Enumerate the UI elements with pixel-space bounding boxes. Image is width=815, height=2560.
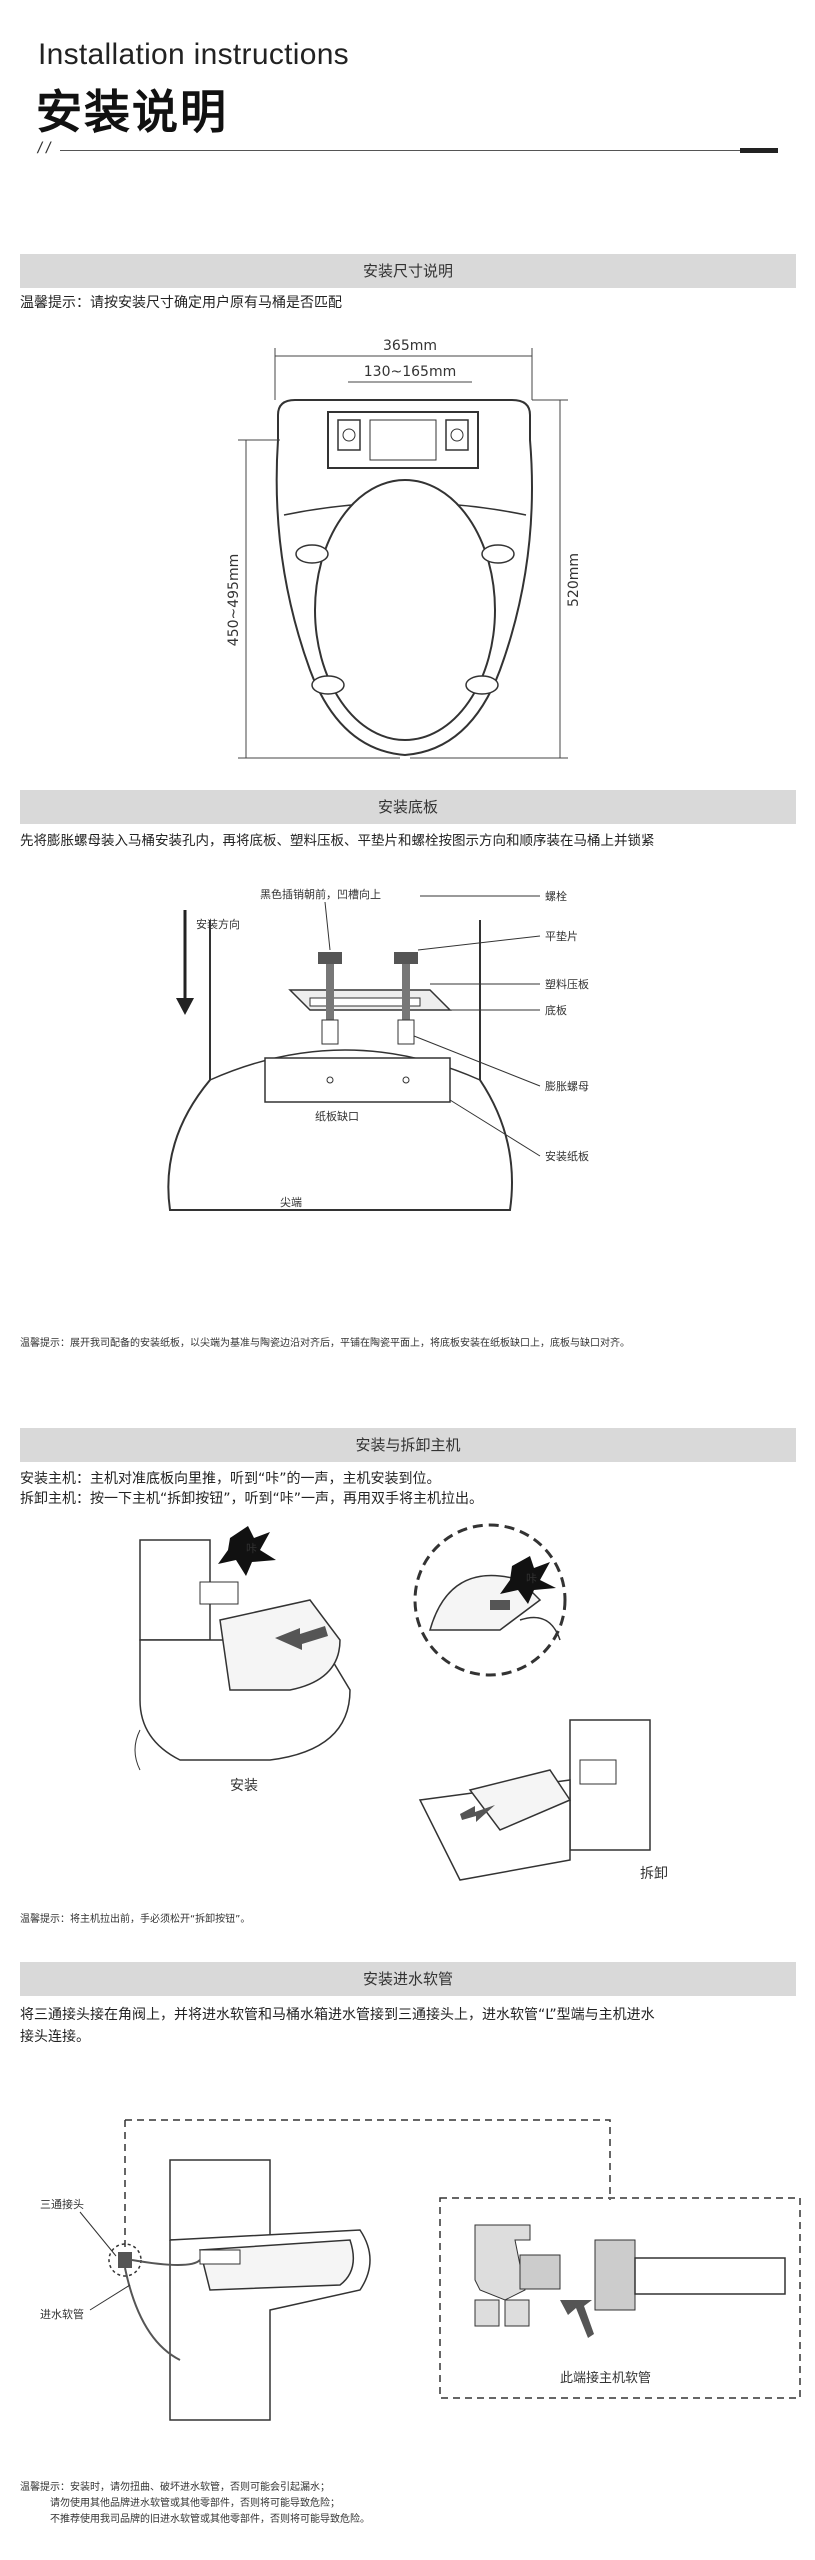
base-washer-label: 平垫片 [545,929,578,943]
host-line1: 安装主机：主机对准底板向里推，听到“咔”的一声，主机安装到位。 [20,1471,441,1487]
hose-tip-1: 温馨提示：安装时，请勿扭曲、破坏进水软管，否则可能会引起漏水； [20,2482,330,2493]
host-line2: 拆卸主机：按一下主机“拆卸按钮”，听到“咔”一声，再用双手将主机拉出。 [20,1491,484,1507]
section-title-base: 安装底板 [20,790,796,824]
click-label-2: 咔 [526,1572,537,1585]
hose-desc-1: 将三通接头接在角阀上，并将进水软管和马桶水箱进水管接到三通接头上，进水软管“L”… [20,2007,655,2023]
remove-label: 拆卸 [640,1866,668,1882]
base-tipend-label: 尖端 [280,1196,302,1209]
base-tip: 温馨提示：展开我司配备的安装纸板，以尖端为基准与陶瓷边沿对齐后，平铺在陶瓷平面上… [20,1338,630,1349]
click-label-1: 咔 [246,1542,257,1555]
hose-diagram: 三通接头 进水软管 此端接主机软管 [40,2119,801,2421]
decorative-slash: // [36,140,53,156]
hose-tip-3: 不推荐使用我司品牌的旧进水软管或其他零部件，否则将可能导致危险。 [50,2514,370,2525]
host-diagram: 咔 安装 咔 拆卸 [134,1523,668,1882]
host-hose-label: 此端接主机软管 [560,2370,651,2386]
base-nut-label: 膨胀螺母 [545,1079,589,1093]
size-diagram: 365mm 130~165mm 450~495mm 520mm [226,338,582,759]
hose-desc-2: 接头连接。 [20,2029,90,2045]
header-divider [60,150,740,151]
base-bolt-label: 螺栓 [545,889,567,903]
base-diagram: 安装方向 黑色插销朝前，凹槽向上 螺栓 平垫片 塑料压板 底板 膨胀螺母 纸板缺… [167,887,589,1211]
page-title-en: Installation instructions [38,38,349,71]
dim-holes-label: 130~165mm [364,364,456,380]
size-tip: 温馨提示：请按安装尺寸确定用户原有马桶是否匹配 [20,295,342,311]
tee-label: 三通接头 [40,2198,84,2211]
base-black-label: 黑色插销朝前，凹槽向上 [260,887,381,901]
base-desc: 先将膨胀螺母装入马桶安装孔内，再将底板、塑料压板、平垫片和螺栓按图示方向和顺序装… [20,833,655,849]
dim-length-label: 450~495mm [226,554,242,646]
dim-total-label: 520mm [566,553,582,607]
host-tip: 温馨提示：将主机拉出前，手必须松开“拆卸按钮”。 [20,1914,251,1925]
section-title-host: 安装与拆卸主机 [20,1428,796,1462]
page-title-zh: 安装说明 [36,85,228,139]
hose-tip-2: 请勿使用其他品牌进水软管或其他零部件，否则将可能导致危险； [50,2498,340,2509]
header-divider-accent [740,148,778,153]
hose-label: 进水软管 [40,2307,84,2321]
base-dir-label: 安装方向 [196,917,240,931]
base-base-label: 底板 [545,1003,567,1017]
base-plate-label: 塑料压板 [545,977,589,991]
dim-width-label: 365mm [383,338,437,354]
section-title-size: 安装尺寸说明 [20,254,796,288]
base-notch-label: 纸板缺口 [315,1109,359,1123]
section-title-hose: 安装进水软管 [20,1962,796,1996]
base-paper-label: 安装纸板 [545,1149,589,1163]
install-label: 安装 [230,1778,258,1794]
